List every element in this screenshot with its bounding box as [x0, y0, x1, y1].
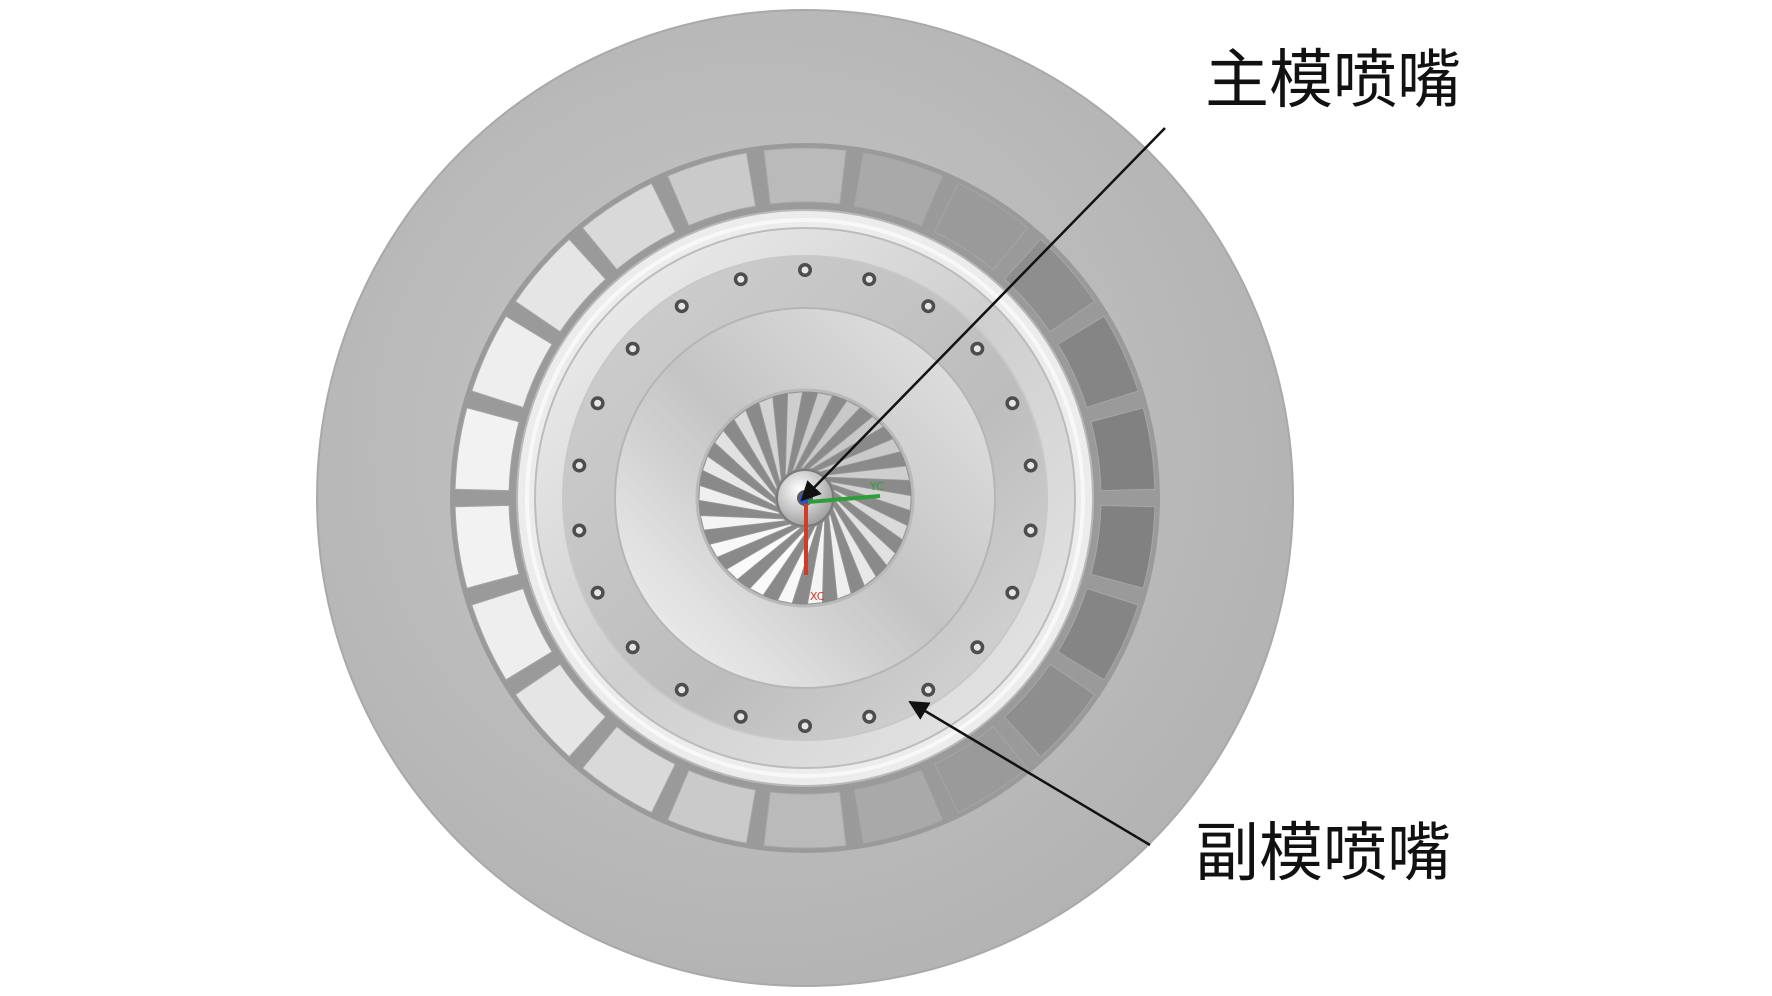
outer-slot	[514, 238, 607, 333]
swirl-vane	[807, 519, 826, 605]
axis-label-x: YC	[869, 480, 884, 493]
outer-slot	[1090, 407, 1156, 492]
outer-slot	[514, 663, 607, 758]
nozzle-hole-center	[1008, 589, 1016, 597]
outer-slot	[581, 182, 677, 271]
outer-slot	[1057, 587, 1139, 681]
secondary-nozzle-leader-arrow	[908, 700, 1151, 847]
nozzle-hole-center	[924, 302, 932, 310]
swirl-vane	[733, 409, 778, 491]
nozzle-hole-center	[973, 643, 981, 651]
nozzle-hole-center	[737, 713, 745, 721]
nozzle-hole-center	[629, 643, 637, 651]
outer-slot	[471, 315, 553, 409]
swirl-vane	[698, 484, 781, 515]
outer-slot	[933, 725, 1029, 814]
main-nozzle-label: 主模喷嘴	[1205, 44, 1461, 118]
nozzle-hole-center	[924, 686, 932, 694]
outer-slot	[666, 152, 757, 227]
outer-slots	[454, 147, 1156, 849]
swirl-vane	[799, 400, 861, 469]
swirl-vane	[699, 515, 787, 531]
outer-slot	[763, 147, 847, 205]
nozzle-hole-center	[865, 275, 873, 283]
outer-slot	[1057, 315, 1139, 409]
nozzle-hole-center	[801, 722, 809, 730]
swirl-vane	[828, 513, 852, 600]
nozzle-hole-center	[678, 302, 686, 310]
swirl-vane	[709, 523, 794, 558]
outer-slot	[853, 152, 944, 227]
slot-ring-inner-rim-2	[525, 218, 1085, 778]
nozzle-hole-center	[737, 275, 745, 283]
main-nozzle-leader-arrow	[800, 127, 1166, 502]
outer-slot	[763, 791, 847, 849]
outer-slot	[666, 769, 757, 844]
outer-slot	[581, 725, 677, 814]
swirl-vane	[758, 396, 782, 483]
outer-slot	[1003, 238, 1096, 333]
nozzle-hole-center	[575, 526, 583, 534]
outer-slot	[1090, 504, 1156, 589]
swirl-vane	[784, 391, 803, 477]
nozzle-hole-center	[629, 345, 637, 353]
nozzle-hole-center	[594, 399, 602, 407]
secondary-nozzle-label: 副模喷嘴	[1195, 817, 1451, 891]
nozzle-hole-center	[1008, 399, 1016, 407]
nozzle-hole-center	[973, 345, 981, 353]
outer-slot	[1003, 663, 1096, 758]
outer-slot	[454, 407, 520, 492]
nozzle-hole-center	[1027, 526, 1035, 534]
swirl-vanes	[698, 391, 912, 605]
swirl-vane	[833, 488, 908, 541]
nozzle-hole-center	[865, 713, 873, 721]
nozzle-hole-center	[575, 462, 583, 470]
outer-slot	[933, 182, 1029, 271]
outer-slot	[853, 769, 944, 844]
swirl-vane	[714, 429, 776, 499]
axis-label-y: XC	[810, 590, 825, 603]
outer-slot	[454, 504, 520, 589]
swirl-vane	[832, 505, 877, 587]
secondary-nozzle-holes	[572, 263, 1038, 733]
nozzle-hole-center	[678, 686, 686, 694]
swirl-vane	[702, 455, 777, 508]
swirl-vane	[808, 415, 885, 470]
swirl-vane	[725, 526, 802, 581]
nozzle-hole-center	[594, 589, 602, 597]
outer-slot	[471, 587, 553, 681]
swirl-vane	[791, 392, 834, 472]
nozzle-hole-center	[801, 266, 809, 274]
swirler-rim	[695, 388, 915, 608]
nozzle-hole-center	[1027, 462, 1035, 470]
